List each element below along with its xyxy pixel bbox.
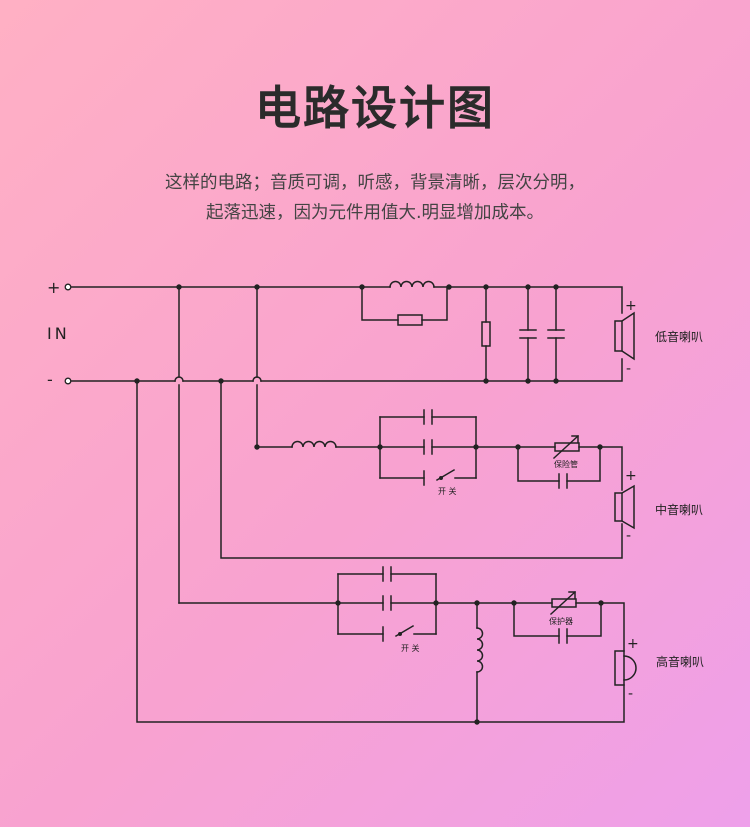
mid-speaker-label: 中音喇叭 (655, 502, 703, 517)
low-shunt-resistor (481, 286, 491, 382)
input-minus-label: - (47, 370, 53, 389)
mid-capacitor-bank (379, 409, 477, 479)
low-capacitor-2 (547, 286, 565, 382)
mid-minus-label: - (626, 528, 631, 544)
low-resistor (361, 286, 448, 326)
mid-speaker-icon (614, 484, 635, 530)
low-speaker-icon (614, 311, 635, 361)
mid-switch-label: 开 关 (438, 486, 457, 496)
mid-output-wires (475, 446, 623, 491)
high-speaker-label: 高音喇叭 (656, 654, 704, 669)
mid-fuse-label: 保险管 (554, 459, 578, 469)
input-wires (68, 286, 625, 723)
high-plus-label: + (627, 636, 639, 652)
high-switch (337, 624, 437, 642)
low-speaker-label: 低音喇叭 (655, 329, 703, 344)
input-terminals (64, 283, 72, 385)
low-plus-label: + (625, 298, 637, 314)
high-minus-label: - (628, 686, 633, 702)
high-speaker-icon (614, 650, 637, 686)
description-line-1: 这样的电路；音质可调，听感，背景清晰，层次分明， (165, 173, 585, 193)
high-switch-label: 开 关 (401, 643, 420, 653)
mid-inductor (256, 440, 381, 448)
description: 这样的电路；音质可调，听感，背景清晰，层次分明， 起落迅速，因为元件用值大.明显… (0, 168, 750, 228)
high-inductor (435, 602, 515, 723)
input-label: IN (47, 324, 70, 343)
low-minus-label: - (626, 361, 631, 377)
description-line-2: 起落迅速，因为元件用值大.明显增加成本。 (205, 203, 545, 223)
high-protector-label: 保护器 (549, 616, 573, 626)
input-plus-label: + (47, 278, 60, 297)
high-output-wires (513, 602, 625, 652)
low-capacitor-1 (519, 286, 537, 382)
low-inductor (359, 280, 450, 288)
mid-fuse (552, 434, 580, 460)
mid-switch (379, 468, 477, 486)
junction-dots (134, 284, 604, 725)
high-protector (549, 590, 577, 616)
mid-plus-label: + (625, 468, 637, 484)
page-title: 电路设计图 (255, 81, 495, 135)
high-capacitor-bank (178, 566, 437, 635)
